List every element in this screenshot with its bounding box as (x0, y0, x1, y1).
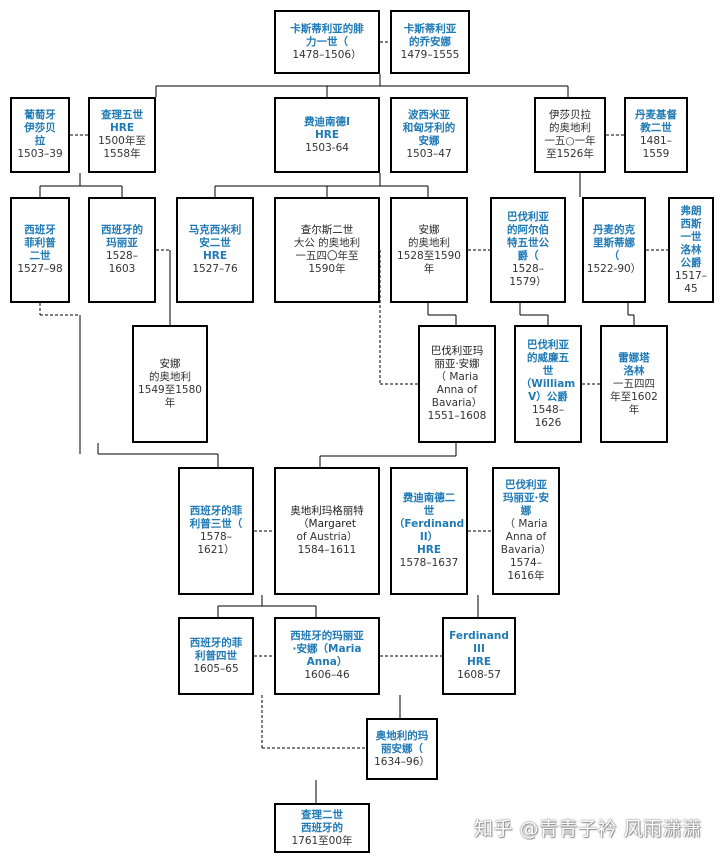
person-name: 巴伐利亚 的威廉五 世 （William V）公爵 (520, 338, 576, 403)
person-dates: 的奥地利 一五○一年 至1526年 (544, 122, 596, 160)
person-dates: 1608-57 (457, 669, 501, 681)
person-name: 巴伐利亚 的阿尔伯 特五世公 爵（ (507, 211, 549, 262)
person-dates: 1606–46 (304, 669, 350, 681)
person-box-renata[interactable]: 雷娜塔 洛林一五四四 年至1602 年 (600, 325, 668, 443)
person-dates: 1522-90） (586, 263, 642, 275)
person-name: 马克西米利 安二世 HRE (188, 224, 242, 262)
person-dates: 1528– 1579） (509, 263, 547, 288)
person-dates: 1548– 1626 (532, 403, 564, 429)
person-name: 西班牙的 玛丽亚 (101, 224, 143, 249)
person-name: 巴伐利亚 玛丽亚·安 娜 (503, 479, 549, 517)
person-name: 巴伐利亚玛 丽亚·安娜 (430, 345, 484, 370)
person-name: 安娜 (159, 358, 181, 370)
person-dates: 大公 的奥地利 一五四〇年至 1590年 (293, 237, 361, 275)
person-box-charles2[interactable]: 查尔斯二世大公 的奥地利 一五四〇年至 1590年 (274, 197, 380, 303)
person-name: 卡斯蒂利亚 的乔安娜 (403, 22, 457, 48)
person-dates: 1527–98 (17, 263, 63, 275)
person-name: 查理五世 HRE (101, 109, 143, 134)
person-name: 葡萄牙 伊莎贝 拉 (24, 109, 56, 147)
person-dates: 1503-64 (305, 141, 349, 154)
person-box-philip3[interactable]: 西班牙的菲 利普三世（1578– 1621） (178, 467, 254, 595)
person-dates: 1578– 1621） (197, 531, 235, 556)
person-name: 丹麦的克 里斯蒂娜 （ (593, 224, 635, 262)
person-box-anna-a1[interactable]: 安娜的奥地利 1528至1590 年 (390, 197, 468, 303)
person-box-maria-anna-b[interactable]: 巴伐利亚玛 丽亚·安娜（ Maria Anna of Bavaria） 1551… (418, 325, 496, 443)
person-dates: 一五四四 年至1602 年 (610, 377, 658, 416)
person-name: 卡斯蒂利亚的腓 力一世（ (290, 22, 364, 48)
person-box-albert5[interactable]: 巴伐利亚 的阿尔伯 特五世公 爵（1528– 1579） (490, 197, 566, 303)
person-box-maria-anna-b2[interactable]: 巴伐利亚 玛丽亚·安 娜（ Maria Anna of Bavaria） 157… (492, 467, 560, 595)
person-name: 安娜 (418, 224, 440, 236)
person-name: Ferdinand III HRE (449, 630, 509, 668)
person-dates: （ Maria Anna of Bavaria） 1551–1608 (427, 371, 487, 422)
person-dates: 的奥地利 1528至1590 年 (397, 237, 461, 275)
person-name: 波西米亚 和匈牙利的 安娜 (402, 109, 456, 147)
person-dates: 1481– 1559 (640, 135, 672, 160)
person-dates: 1578–1637 (399, 557, 459, 569)
person-name: 奥地利的玛 丽安娜（ (375, 729, 429, 755)
person-name: 西班牙 菲利普 二世 (24, 224, 56, 262)
person-dates: 的奥地利 1549至1580 年 (138, 371, 202, 409)
person-dates: （ Maria Anna of Bavaria） 1574– 1616年 (500, 518, 552, 582)
person-dates: 1528– 1603 (106, 250, 138, 275)
person-name: 丹麦基督 教二世 (635, 109, 677, 134)
person-name: 西班牙的玛丽亚 ·安娜（Maria Anna） (290, 630, 364, 668)
person-dates: 1517– 45 (675, 269, 707, 295)
person-name: 费迪南德二 世 （Ferdinand II） HRE (393, 492, 465, 556)
person-box-ferdinand2[interactable]: 卡斯蒂利亚的腓 力一世（1478–1506） (274, 10, 380, 74)
person-dates: of Austria） 1584–1611 (296, 531, 358, 556)
person-box-maria-anna-sp[interactable]: 西班牙的玛丽亚 ·安娜（Maria Anna）1606–46 (274, 617, 380, 695)
person-box-isabella-a[interactable]: 伊莎贝拉的奥地利 一五○一年 至1526年 (534, 97, 606, 173)
person-dates: 1503–39 (17, 148, 63, 160)
person-dates: 1634–96） (374, 755, 430, 768)
person-name: 费迪南德I HRE (304, 115, 350, 141)
person-dates: 1478–1506） (292, 48, 362, 61)
person-name: 查理二世 西班牙的 (301, 808, 343, 834)
person-name: 查尔斯二世 (300, 224, 354, 236)
person-dates: 1479–1555 (400, 48, 460, 61)
person-dates: 1527–76 (192, 263, 238, 275)
person-dates: 1500年至 1558年 (98, 135, 146, 160)
person-name: 弗朗 西斯 一世 洛林 公爵 (680, 204, 702, 269)
person-name: 奥地利玛格丽特 （Margaret (290, 505, 364, 530)
person-name: 雷娜塔 洛林 (618, 351, 650, 377)
person-box-anna-a2[interactable]: 安娜的奥地利 1549至1580 年 (132, 325, 208, 443)
person-name: 伊莎贝拉 (549, 109, 591, 121)
person-box-mariana[interactable]: 奥地利的玛 丽安娜（1634–96） (366, 718, 438, 780)
person-dates: 1503–47 (406, 148, 452, 160)
person-dates: 1761至00年 (291, 834, 353, 847)
watermark: 知乎 @青青子衿 风雨潇潇 (474, 818, 702, 840)
person-name: 西班牙的菲 利普四世 (189, 636, 243, 662)
person-name: 西班牙的菲 利普三世（ (189, 505, 243, 530)
person-dates: 1605–65 (193, 662, 239, 675)
person-box-christina[interactable]: 丹麦的克 里斯蒂娜 （1522-90） (582, 197, 646, 303)
